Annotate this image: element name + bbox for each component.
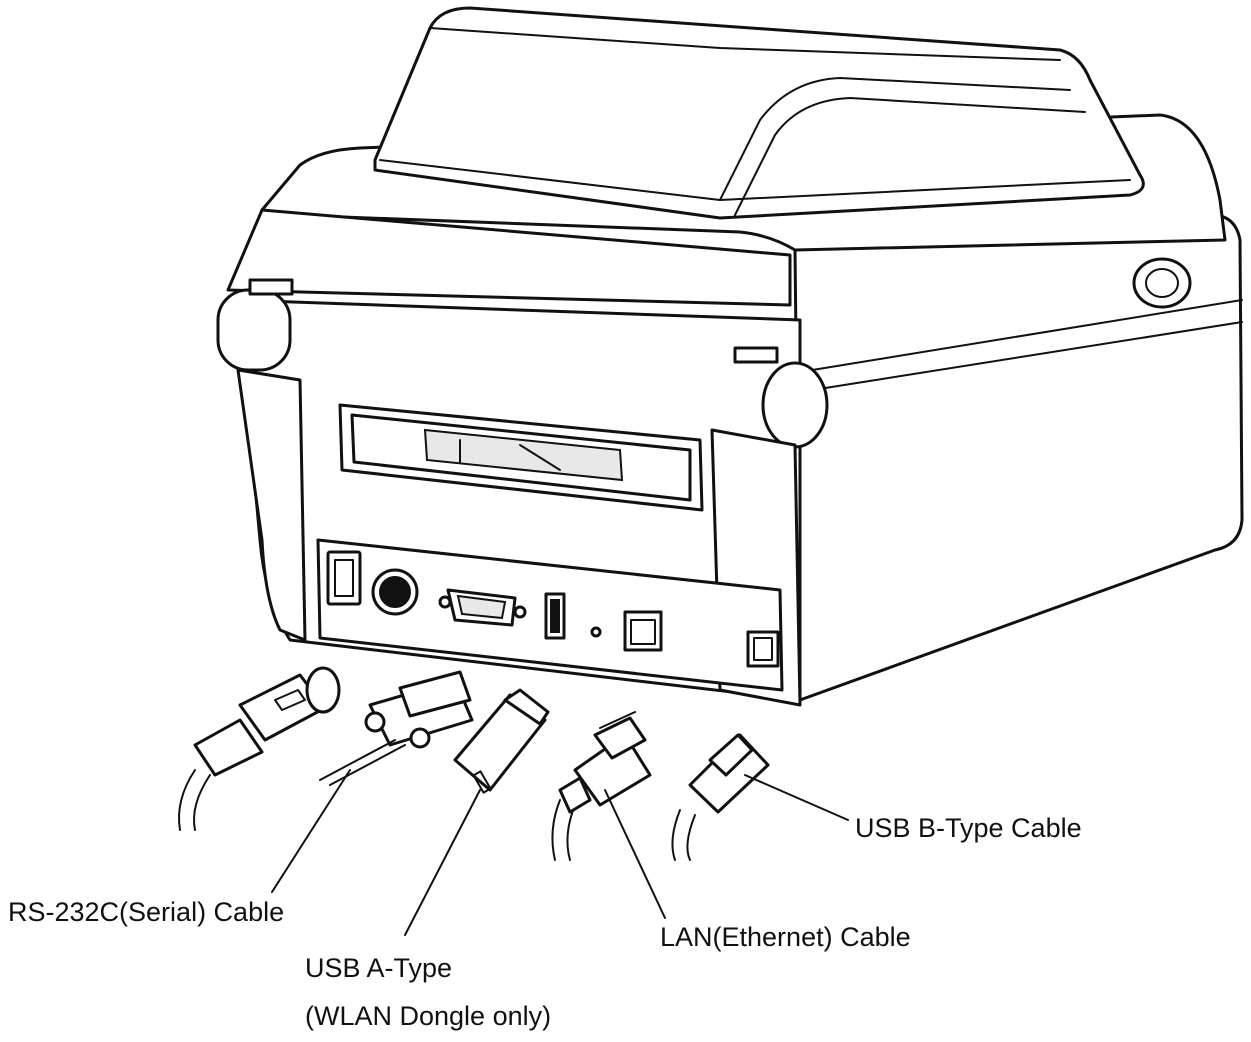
usb-a-dongle <box>453 688 550 794</box>
serial-cable-connector <box>319 670 474 786</box>
usb-b-cable-connector <box>671 733 770 861</box>
usb-a-type-note-label: (WLAN Dongle only) <box>305 1001 552 1031</box>
usb-b-cable-label: USB B-Type Cable <box>855 813 1082 843</box>
usb-a-type-label: USB A-Type <box>305 953 453 983</box>
lan-cable-label: LAN(Ethernet) Cable <box>660 922 911 952</box>
serial-cable-label: RS-232C(Serial) Cable <box>8 897 285 927</box>
power-cable <box>178 666 341 831</box>
leader-lines <box>271 769 849 936</box>
lan-cable-connector <box>551 711 652 861</box>
printer-body <box>216 6 1244 707</box>
